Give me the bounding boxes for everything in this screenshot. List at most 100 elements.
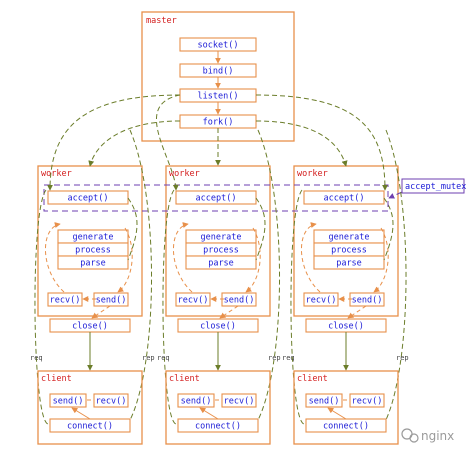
fork-label: fork() [203, 118, 234, 128]
client-title-2: client [169, 374, 200, 384]
parse-node-3 [313, 255, 385, 270]
accept-label-1: accept() [68, 194, 109, 204]
send-label-1: send() [96, 296, 127, 306]
listen-label: listen() [198, 92, 239, 102]
accept-label-3: accept() [324, 194, 365, 204]
fork-to-worker-3 [255, 120, 348, 167]
send-label-3: send() [352, 296, 383, 306]
worker-title-1: worker [41, 169, 72, 179]
send-to-close-arrow-2 [219, 305, 239, 319]
watermark: nginx [401, 428, 454, 443]
watermark-text: nginx [421, 429, 454, 443]
master-panel: master socket() bind() listen() fork() [141, 11, 295, 142]
client-send-label-2: send() [181, 397, 212, 407]
worker-title-3: worker [297, 169, 328, 179]
client-panel-1: client send() recv() connect() [37, 370, 143, 445]
accept-node-3 [303, 190, 385, 205]
close-label-1: close() [72, 322, 108, 332]
client-send-label-1: send() [53, 397, 84, 407]
client-recv-label-1: recv() [96, 397, 127, 407]
worker-title-2: worker [169, 169, 200, 179]
client-recv-node-3 [349, 393, 385, 408]
recv-label-2: recv() [178, 296, 209, 306]
send-label-2: send() [224, 296, 255, 306]
client-send-node-2 [177, 393, 215, 408]
req-label-1: req [30, 354, 43, 362]
req-link-2 [162, 189, 177, 425]
req-link-1 [34, 189, 49, 425]
client-recv-node-1 [93, 393, 129, 408]
connect-to-send-arrow-1 [71, 407, 91, 420]
master-title: master [146, 16, 177, 26]
generate-to-send-arrow-2 [245, 227, 261, 293]
recv-label-1: recv() [50, 296, 81, 306]
accept-mutex-pointer [388, 191, 403, 199]
parse-label-2: parse [208, 259, 234, 269]
client-panel-2: client send() recv() connect() [165, 370, 271, 445]
watermark-logo-icon [401, 428, 419, 443]
send-to-close-arrow-1 [91, 305, 111, 319]
req-link-3 [290, 189, 305, 425]
client-panel-3: client send() recv() connect() [293, 370, 399, 445]
client-send-node-1 [49, 393, 87, 408]
accept-node-2 [175, 190, 257, 205]
worker-panel-1: worker accept() generate process parse r… [37, 165, 143, 333]
accept-mutex-label: accept_mutex [405, 182, 466, 192]
listen-to-accept-2 [156, 94, 181, 191]
generate-label-3: generate [329, 233, 370, 243]
listen-to-accept-1 [47, 94, 181, 191]
recv-to-parse-arrow-2 [173, 222, 193, 293]
send-to-close-arrow-3 [347, 305, 367, 319]
rep-label-3: rep [396, 354, 409, 362]
rep-link-1 [127, 129, 152, 425]
worker-panel-2: worker accept() generate process parse r… [165, 165, 271, 333]
fork-connections [47, 94, 388, 191]
generate-to-send-arrow-1 [117, 227, 133, 293]
accept-node-1 [47, 190, 129, 205]
accept-mutex-group: accept_mutex [43, 178, 466, 212]
rep-label-2: rep [268, 354, 281, 362]
generate-label-2: generate [201, 233, 242, 243]
accept-loop-1 [127, 197, 138, 261]
req-rep-links: req rep req rep req rep [30, 129, 409, 425]
client-send-label-3: send() [309, 397, 340, 407]
parse-node-1 [57, 255, 129, 270]
socket-label: socket() [198, 41, 239, 51]
close-label-2: close() [200, 322, 236, 332]
client-recv-label-2: recv() [224, 397, 255, 407]
recv-to-parse-arrow-3 [301, 222, 321, 293]
recv-node-2 [175, 292, 211, 307]
req-label-2: req [157, 354, 170, 362]
process-label-3: process [331, 246, 367, 256]
accept-mutex-box [401, 178, 465, 194]
connect-to-send-arrow-2 [199, 407, 219, 420]
listen-to-accept-3 [255, 94, 388, 191]
connect-label-2: connect() [195, 422, 241, 432]
parse-label-1: parse [80, 259, 106, 269]
recv-to-parse-arrow-1 [45, 222, 65, 293]
accept-mutex-region [43, 184, 389, 212]
process-label-2: process [203, 246, 239, 256]
generate-to-send-arrow-3 [373, 227, 389, 293]
parse-label-3: parse [336, 259, 362, 269]
client-title-3: client [297, 374, 328, 384]
process-label-1: process [75, 246, 111, 256]
recv-node-3 [303, 292, 339, 307]
rep-link-3 [383, 129, 407, 425]
req-label-3: req [282, 354, 295, 362]
accept-loop-3 [383, 197, 394, 261]
connect-to-send-arrow-3 [327, 407, 347, 420]
generate-label-1: generate [73, 233, 114, 243]
client-recv-node-2 [221, 393, 257, 408]
close-label-3: close() [328, 322, 364, 332]
client-recv-label-3: recv() [352, 397, 383, 407]
accept-loop-2 [255, 197, 266, 261]
fork-to-worker-1 [88, 120, 181, 167]
recv-label-3: recv() [306, 296, 337, 306]
connect-label-3: connect() [323, 422, 369, 432]
rep-link-2 [255, 129, 280, 425]
rep-label-1: rep [142, 354, 155, 362]
parse-node-2 [185, 255, 257, 270]
client-send-node-3 [305, 393, 343, 408]
